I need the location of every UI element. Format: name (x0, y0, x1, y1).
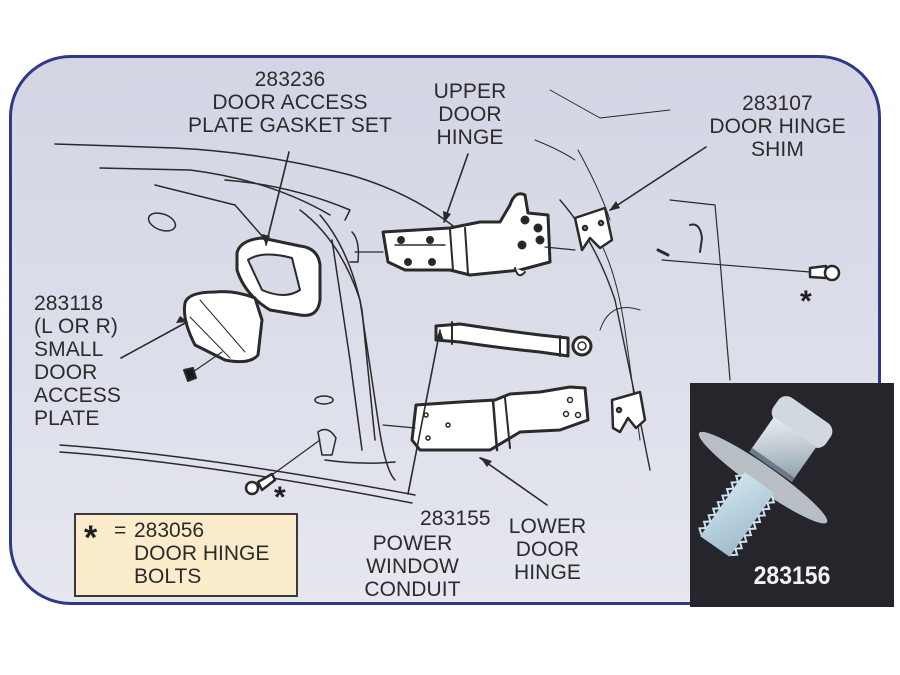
conduit-illustration (434, 321, 593, 358)
lower-shim-illustration (610, 390, 647, 434)
access-plate-line-5: PLATE (34, 407, 100, 430)
door-body-outline (54, 89, 731, 504)
shim-line-1: DOOR HINGE (709, 115, 846, 138)
shim-line-2: SHIM (751, 138, 804, 161)
lower-hinge-illustration (410, 385, 590, 452)
callout-conduit-part-number: 283155 (420, 507, 491, 530)
access-plate-part-number: 283118 (34, 292, 104, 315)
access-plate-screw (183, 351, 223, 382)
lower-hinge-line-2: DOOR (515, 538, 580, 561)
access-plate-line-3: DOOR (34, 361, 98, 384)
access-plate-line-4: ACCESS (34, 384, 121, 407)
callout-gasket: 283236 DOOR ACCESS PLATE GASKET SET (170, 68, 410, 137)
conduit-line-1: POWER (372, 532, 453, 555)
leader-lines (120, 146, 707, 506)
bolt-marker-left: * (274, 481, 286, 514)
access-plate-line-2: SMALL (34, 338, 104, 361)
right-bolt-illustration (661, 259, 841, 282)
gasket-label-line-1: DOOR ACCESS (212, 91, 368, 114)
lower-hinge-line-3: HINGE (513, 561, 581, 584)
upper-hinge-illustration (381, 192, 552, 277)
gasket-label-line-2: PLATE GASKET SET (188, 114, 392, 137)
callout-access-plate: 283118 (L OR R) SMALL DOOR ACCESS PLATE (34, 292, 121, 430)
legend-equals: = (114, 519, 127, 542)
shim-part-number: 283107 (742, 92, 813, 115)
conduit-line-3: CONDUIT (364, 578, 461, 601)
upper-hinge-line-2: DOOR (438, 103, 502, 126)
bolt-marker-right: * (800, 285, 812, 318)
callout-conduit: POWER WINDOW CONDUIT (350, 532, 475, 601)
callout-upper-hinge: UPPER DOOR HINGE (420, 80, 520, 149)
upper-shim-illustration (573, 206, 614, 252)
access-plate-line-1: (L OR R) (34, 315, 119, 338)
photo-inset: 283156 (690, 383, 894, 607)
callout-lower-hinge: LOWER DOOR HINGE (500, 515, 595, 584)
lower-bolt-illustration (244, 439, 321, 496)
upper-hinge-line-3: HINGE (436, 126, 504, 149)
photo-part-number: 283156 (753, 562, 831, 590)
legend-text: 283056 DOOR HINGE BOLTS (134, 519, 269, 588)
legend-line-1: DOOR HINGE (134, 542, 270, 565)
lower-hinge-line-1: LOWER (508, 515, 587, 538)
hinge-pin-bolt-photo-icon (698, 396, 833, 557)
legend-part-number: 283056 (134, 519, 205, 542)
legend-asterisk-icon: * (84, 519, 98, 557)
upper-hinge-line-1: UPPER (433, 80, 507, 103)
conduit-line-2: WINDOW (366, 555, 459, 578)
arrowheads (176, 201, 620, 467)
legend-box: * = 283056 DOOR HINGE BOLTS (74, 513, 298, 597)
callout-shim: 283107 DOOR HINGE SHIM (690, 92, 865, 161)
gasket-part-number: 283236 (254, 68, 326, 91)
access-plate-illustration (183, 290, 264, 364)
legend-line-2: BOLTS (134, 565, 202, 588)
